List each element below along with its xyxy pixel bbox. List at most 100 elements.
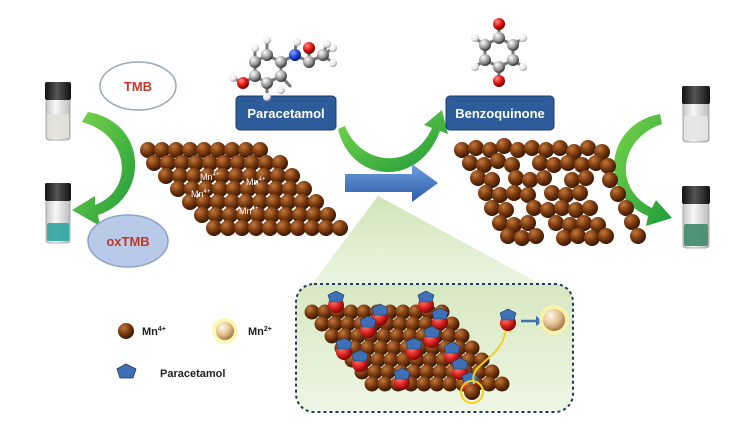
mn4-sphere xyxy=(256,168,272,184)
zoom-product xyxy=(499,308,517,331)
carbon-atom xyxy=(479,39,491,51)
mn4-sphere xyxy=(494,376,510,392)
mn4-sphere xyxy=(196,142,212,158)
paracetamol-box-label: Paracetamol xyxy=(247,106,324,121)
h-atom xyxy=(329,44,337,52)
carbon-atom xyxy=(507,54,519,66)
mn4-sphere xyxy=(196,194,212,210)
mn4-sphere xyxy=(140,142,156,158)
mn-sphere xyxy=(484,200,500,216)
mn4-sphere xyxy=(238,142,254,158)
mn4-sphere xyxy=(230,155,246,171)
mn-sphere xyxy=(552,140,568,156)
nitrogen-atom xyxy=(289,49,301,61)
mn4-sphere xyxy=(367,364,383,380)
pentagon-icon xyxy=(393,367,411,380)
mn-sphere xyxy=(538,142,554,158)
vial-liquid xyxy=(684,224,708,246)
mn-sphere xyxy=(598,228,614,244)
legend-mn2-label: Mn2+ xyxy=(248,326,272,338)
mn4-sphere xyxy=(146,155,162,171)
mn4-sphere xyxy=(224,142,240,158)
carbon-atom xyxy=(261,77,273,89)
mn-sphere xyxy=(508,170,524,186)
oxygen-atom xyxy=(493,18,505,30)
mn4-sphere xyxy=(364,376,380,392)
mn4-sphere xyxy=(202,155,218,171)
mn4-sphere xyxy=(332,220,348,236)
mn4-sphere xyxy=(432,364,448,380)
carbon-atom xyxy=(261,49,273,61)
mn4-sphere xyxy=(168,142,184,158)
mn4-sphere xyxy=(186,168,202,184)
mn4-sphere xyxy=(395,304,411,320)
vial-icon-right-bottom xyxy=(682,186,710,249)
carbon-atom xyxy=(275,56,287,68)
vial-cap xyxy=(45,82,71,100)
h-atom xyxy=(263,36,271,44)
mn-sphere xyxy=(536,170,552,186)
mn-sphere xyxy=(478,185,494,201)
mn-sphere xyxy=(564,172,580,188)
pentagon-icon xyxy=(327,290,345,303)
mn-sphere xyxy=(526,200,542,216)
mn-sphere xyxy=(510,142,526,158)
mn-sphere xyxy=(602,172,618,188)
legend-mn4-sphere xyxy=(118,323,134,339)
mn4-sphere xyxy=(242,168,258,184)
mn-sphere xyxy=(496,138,512,154)
mn-sheet-right xyxy=(454,138,646,246)
mn-sphere xyxy=(528,228,544,244)
mn-sphere xyxy=(572,185,588,201)
mn-sphere xyxy=(506,185,522,201)
mn-sphere xyxy=(570,228,586,244)
mn4-sphere xyxy=(270,168,286,184)
carbon-atom xyxy=(493,32,505,44)
mn4-sphere xyxy=(222,207,238,223)
oxygen-atom xyxy=(237,77,249,89)
mn4-sphere xyxy=(389,328,405,344)
h-atom xyxy=(329,59,337,67)
mn-sphere xyxy=(504,157,520,173)
h-atom xyxy=(471,34,479,42)
mn4-sphere xyxy=(304,304,320,320)
mn4-sphere xyxy=(214,168,230,184)
mn4-sphere xyxy=(360,340,376,356)
benzoquinone-box xyxy=(445,95,555,131)
mn4-sphere xyxy=(212,181,228,197)
pentagon-icon xyxy=(431,307,449,320)
mn-sphere xyxy=(484,172,500,188)
mn4-sphere xyxy=(416,376,432,392)
green-arrow-icon-left xyxy=(72,112,136,226)
mn4-sphere xyxy=(442,376,458,392)
mn-sphere xyxy=(582,200,598,216)
mn4-sphere xyxy=(392,316,408,332)
mn4-sphere xyxy=(377,376,393,392)
mn4-sphere xyxy=(320,207,336,223)
mn4-sphere xyxy=(224,194,240,210)
mn4-sphere xyxy=(405,316,421,332)
mn-sphere xyxy=(462,155,478,171)
mn4-sphere xyxy=(188,155,204,171)
mn4-sphere xyxy=(454,328,470,344)
mn4-sphere xyxy=(356,304,372,320)
carbon-atom xyxy=(303,56,315,68)
carbon-atom xyxy=(317,49,329,61)
mn4-sphere xyxy=(429,376,445,392)
mn-sphere xyxy=(610,186,626,202)
mn-sphere xyxy=(476,157,492,173)
mn-sphere xyxy=(554,200,570,216)
mn-sphere xyxy=(514,230,530,246)
mn4-sphere xyxy=(170,181,186,197)
mn4-sphere xyxy=(308,194,324,210)
mn4-sphere xyxy=(373,340,389,356)
mn-sphere xyxy=(588,155,604,171)
carbon-atom xyxy=(493,61,505,73)
pentagon-icon xyxy=(371,303,389,316)
h-atom xyxy=(471,63,479,71)
mn-sphere xyxy=(544,185,560,201)
mn-sphere xyxy=(618,200,634,216)
mn4-sphere xyxy=(238,194,254,210)
mn4-sphere xyxy=(210,194,226,210)
